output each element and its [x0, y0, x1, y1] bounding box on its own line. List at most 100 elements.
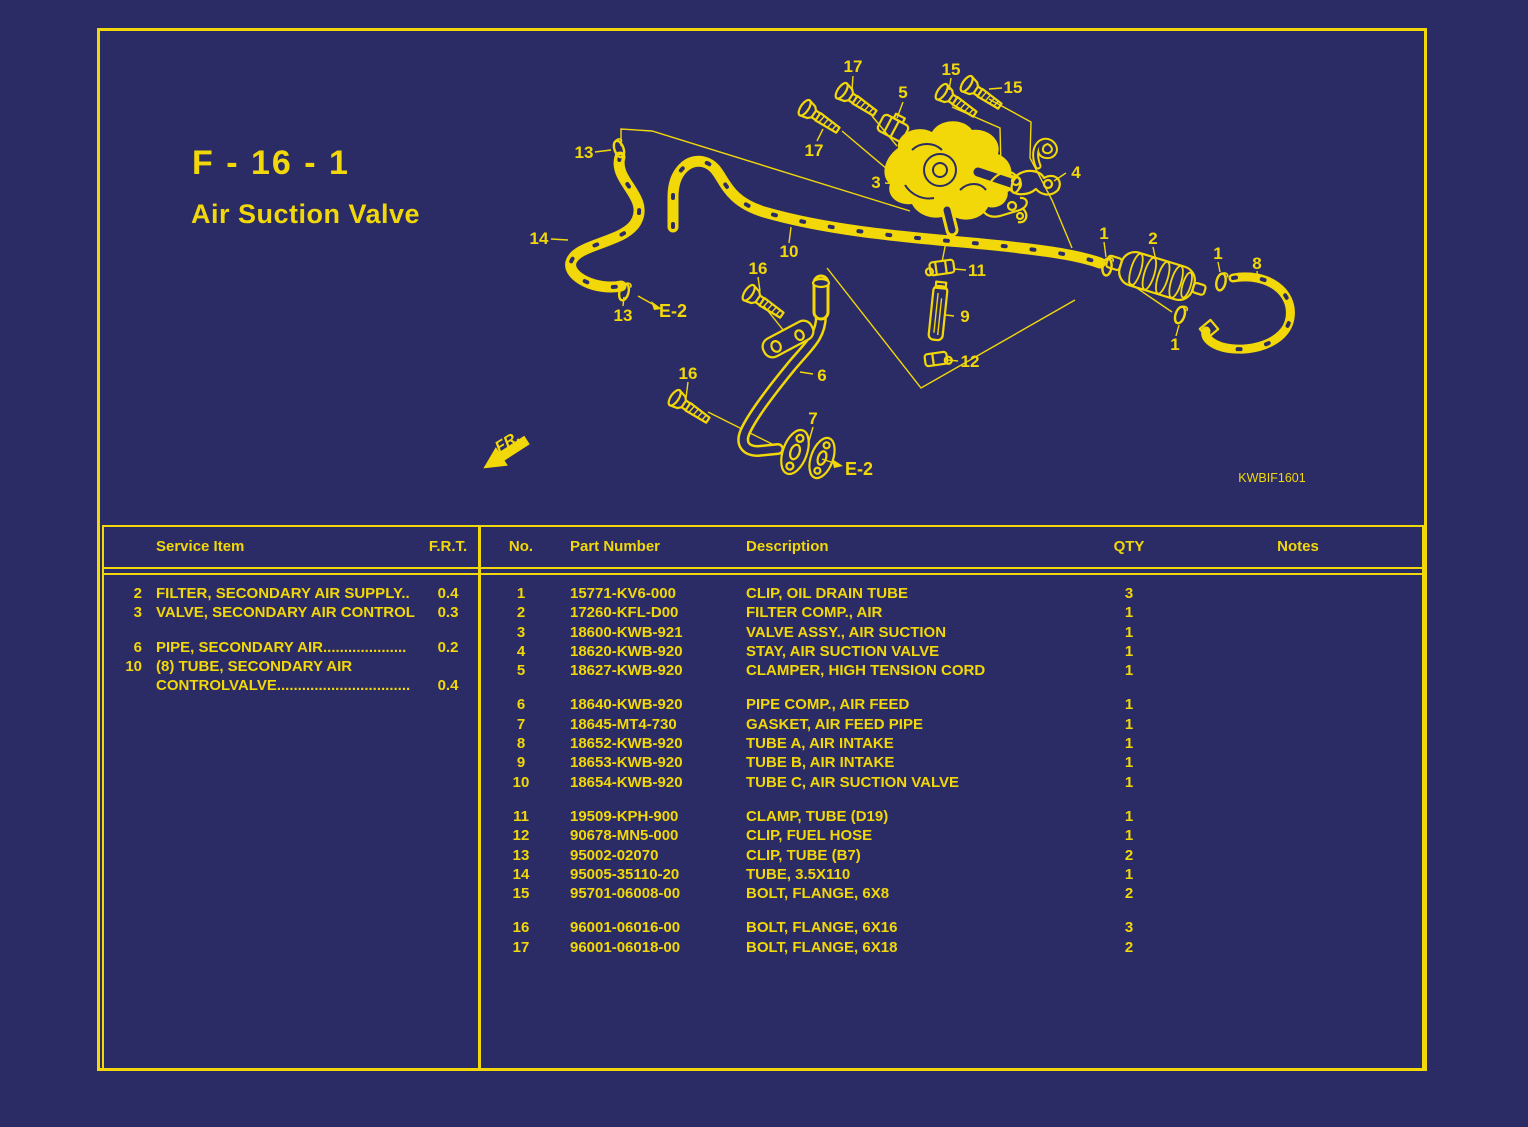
no-header: No.: [508, 538, 534, 555]
parts-row-no: 14: [512, 865, 530, 883]
front-direction-arrow: FR.: [483, 429, 530, 469]
diagram-callout-16: 16: [749, 259, 768, 278]
parts-table-header: No. Part Number Description QTY Notes: [481, 527, 1422, 567]
parts-row-notes: [1174, 734, 1422, 753]
parts-row-no: 3: [516, 623, 526, 641]
header-rule: [104, 567, 1422, 569]
reference-lines: [620, 98, 1173, 456]
tube-c-air-suction-valve: [667, 155, 1106, 269]
service-row-frt: 0.3: [437, 604, 459, 622]
clip-oil-drain-tube: [1171, 303, 1190, 326]
diagram-code: KWBIF1601: [1238, 471, 1305, 485]
parts-row-no: 4: [516, 642, 526, 660]
parts-row-description: TUBE A, AIR INTAKE: [746, 735, 894, 753]
parts-row-part-number: 17260-KFL-D00: [570, 604, 679, 622]
parts-row-notes: [1174, 603, 1422, 622]
service-row-item: VALVE, SECONDARY AIR CONTROL: [156, 604, 415, 622]
clip-oil-drain-tube: [1213, 270, 1230, 293]
service-row-frt: 0.4: [437, 677, 459, 695]
parts-row-notes: [1174, 773, 1422, 792]
parts-row-part-number: 18620-KWB-920: [570, 642, 683, 660]
parts-row-description: GASKET, AIR FEED PIPE: [746, 715, 923, 733]
table-divider: [478, 527, 481, 1068]
parts-row-description: PIPE COMP., AIR FEED: [746, 696, 910, 714]
diagram-callout-13: 13: [614, 306, 633, 325]
clip-fuel-hose: [923, 350, 953, 368]
parts-row-notes: [1174, 938, 1422, 957]
parts-row-no: 13: [512, 846, 530, 864]
service-row-no: 2: [133, 585, 142, 602]
diagram-callout-17: 17: [844, 57, 863, 76]
parts-row-qty: 1: [1124, 754, 1134, 772]
parts-row-part-number: 95002-02070: [570, 846, 659, 864]
parts-row-notes: [1174, 715, 1422, 734]
parts-row-description: CLIP, TUBE (B7): [746, 846, 861, 864]
parts-row-notes: [1174, 918, 1422, 937]
parts-row-qty: 2: [1124, 938, 1134, 956]
parts-row-qty: 1: [1124, 773, 1134, 791]
bolt-flange-6x18: [832, 79, 881, 122]
parts-row-no: 5: [516, 662, 526, 680]
parts-row-no: 2: [516, 604, 526, 622]
diagram-callout-1: 1: [1213, 244, 1222, 263]
parts-row-qty: 1: [1124, 696, 1134, 714]
service-row-item: PIPE, SECONDARY AIR....................: [156, 638, 407, 656]
parts-row-part-number: 18653-KWB-920: [570, 754, 683, 772]
service-row-frt: 0.2: [437, 638, 459, 656]
parts-row-qty: 1: [1124, 735, 1134, 753]
diagram-callout-4: 4: [1071, 163, 1081, 182]
parts-row-qty: 1: [1124, 807, 1134, 825]
parts-row-notes: [1174, 584, 1422, 603]
parts-row-notes: [1174, 642, 1422, 661]
bolt-flange-6x8: [932, 80, 981, 123]
parts-row-no: 9: [516, 754, 526, 772]
tube-a-air-intake: [1198, 272, 1295, 354]
service-table-rows: 2 FILTER, SECONDARY AIR SUPPLY.. 0.4 3 VALVE…: [104, 579, 478, 695]
parts-row-description: BOLT, FLANGE, 6X8: [746, 885, 890, 903]
parts-row-notes: [1174, 884, 1422, 903]
service-row: 2 FILTER, SECONDARY AIR SUPPLY.. 0.4: [104, 584, 478, 603]
parts-row-part-number: 18652-KWB-920: [570, 735, 683, 753]
diagram-callout-1: 1: [1170, 335, 1179, 354]
filter-comp-air: [1105, 251, 1207, 301]
parts-row-qty: 3: [1124, 585, 1134, 602]
service-row-item: CONTROLVALVE............................…: [156, 677, 411, 695]
service-row-no: 3: [133, 604, 142, 622]
diagram-section-ref: E-2: [659, 301, 687, 321]
parts-row-no: 10: [512, 773, 530, 791]
bolt-flange-6x16: [739, 281, 788, 324]
diagram-callout-5: 5: [898, 83, 907, 102]
service-row: CONTROLVALVE............................…: [104, 676, 478, 695]
parts-row-description: STAY, AIR SUCTION VALVE: [746, 642, 940, 660]
qty-header: QTY: [1113, 538, 1145, 555]
parts-row-description: CLAMPER, HIGH TENSION CORD: [746, 662, 986, 680]
bolt-flange-6x8: [957, 72, 1006, 115]
parts-row-part-number: 18600-KWB-921: [570, 623, 683, 641]
notes-header: Notes: [1277, 538, 1319, 555]
parts-row-no: 7: [516, 715, 526, 733]
parts-row-qty: 2: [1124, 885, 1134, 903]
parts-row-part-number: 90678-MN5-000: [570, 827, 679, 845]
parts-row-description: BOLT, FLANGE, 6X18: [746, 938, 898, 956]
parts-diagram: FR. KWBIF1601 17515151713141331016166711…: [483, 57, 1306, 485]
parts-row-description: CLAMP, TUBE (D19): [746, 807, 889, 825]
parts-row-part-number: 95005-35110-20: [570, 865, 680, 883]
parts-row-part-number: 18654-KWB-920: [570, 773, 683, 791]
service-row-frt: 0.4: [437, 585, 459, 602]
diagram-callout-11: 11: [968, 261, 986, 280]
parts-row-description: VALVE ASSY., AIR SUCTION: [746, 623, 947, 641]
service-row-item: FILTER, SECONDARY AIR SUPPLY..: [156, 585, 410, 602]
diagram-callout-17: 17: [805, 141, 824, 160]
clamper-high-tension-cord: [876, 112, 910, 143]
parts-row-qty: 1: [1124, 623, 1134, 641]
parts-row-qty: 1: [1124, 662, 1134, 680]
